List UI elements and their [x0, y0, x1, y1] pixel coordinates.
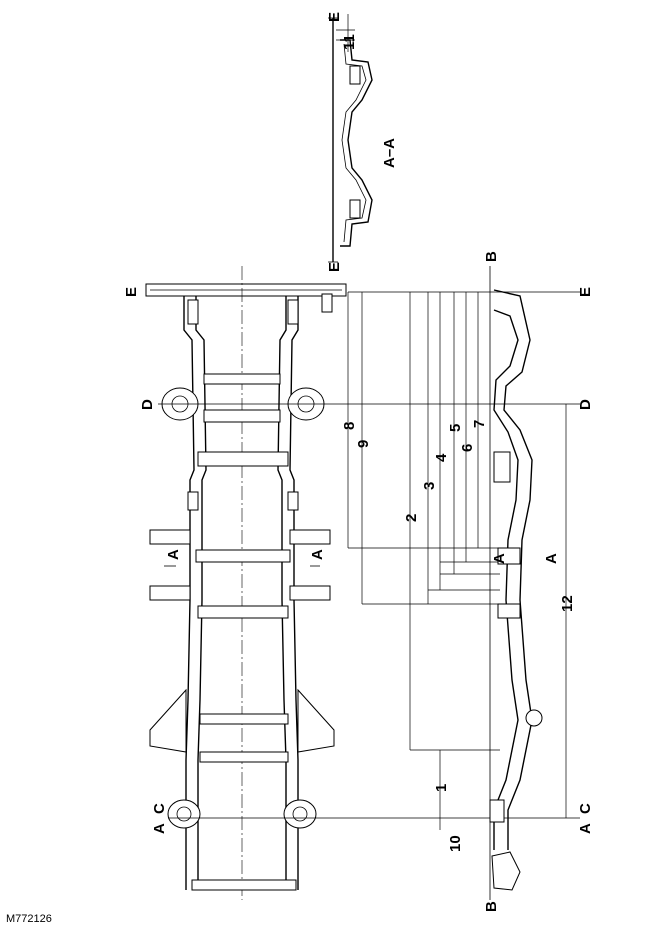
- plane-e-top: E: [326, 12, 343, 22]
- dim-9: 9: [355, 440, 372, 448]
- dim-12: 12: [559, 595, 576, 612]
- dim-7: 7: [471, 420, 488, 428]
- dim-10: 10: [447, 835, 464, 852]
- plane-a-plan-right: A: [309, 549, 326, 560]
- plane-a-side-right: A: [543, 553, 560, 564]
- dim-2: 2: [403, 514, 420, 522]
- plane-a-side-left: A: [491, 553, 508, 564]
- dim-8: 8: [341, 422, 358, 430]
- section-a-a: 11 E E A–A: [326, 12, 398, 272]
- dim-5: 5: [447, 424, 464, 432]
- dim-1: 1: [433, 784, 450, 792]
- side-elevation: B B E D A A C A: [483, 251, 594, 912]
- plane-c-side: C: [577, 803, 594, 814]
- dim-4: 4: [433, 453, 450, 462]
- plane-b-top: B: [483, 251, 500, 262]
- dim-11: 11: [341, 34, 358, 50]
- plan-view: E D A A A C: [123, 266, 580, 900]
- plane-a-side-front: A: [577, 823, 594, 834]
- section-title: A–A: [381, 138, 398, 168]
- plane-a-plan-left: A: [165, 549, 182, 560]
- figure-reference: M772126: [6, 913, 52, 925]
- plane-e-side: E: [577, 287, 594, 297]
- plane-e-plan: E: [123, 287, 140, 297]
- plane-d-plan: D: [139, 399, 156, 410]
- dim-3: 3: [421, 482, 438, 490]
- dim-6: 6: [459, 444, 476, 452]
- plane-d-side: D: [577, 399, 594, 410]
- plane-e-section-bottom: E: [326, 262, 343, 272]
- dimension-lines: 1 2 3 4 5 6 7 8 9 10 12: [341, 292, 576, 852]
- plane-b-bottom: B: [483, 901, 500, 912]
- plane-a-plan-front: A: [151, 823, 168, 834]
- plane-c-plan-front: C: [151, 803, 168, 814]
